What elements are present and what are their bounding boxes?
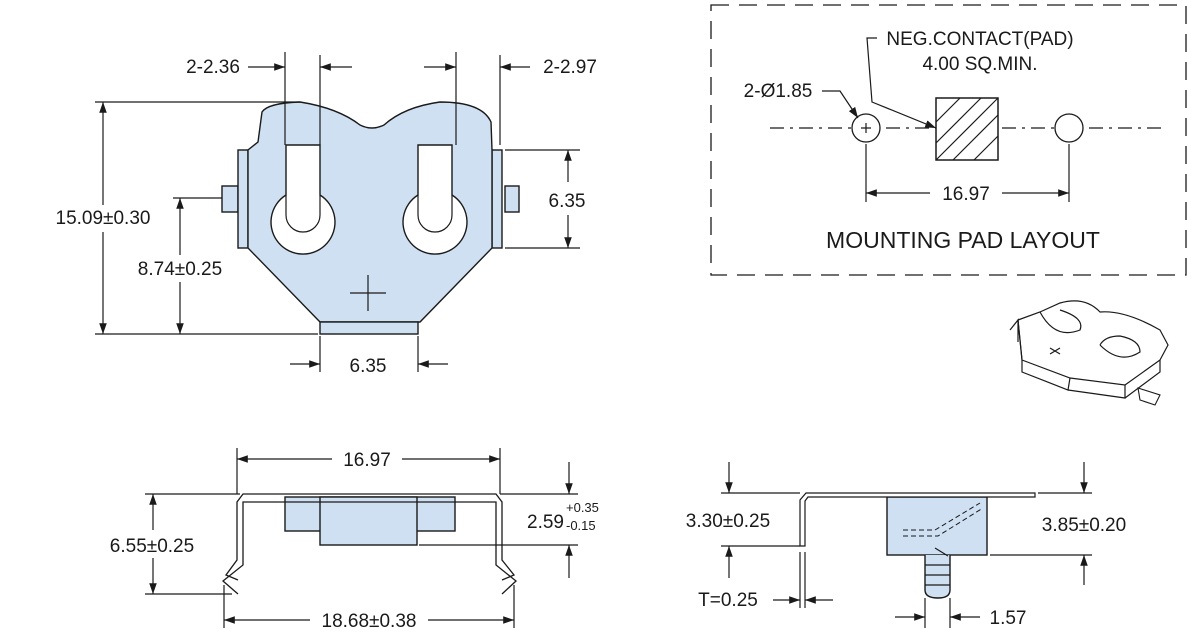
side-view: 3.30±0.25 3.85±0.20 T=0.25 1.57 (686, 462, 1126, 629)
left-tab (221, 185, 239, 213)
right-hole (1054, 113, 1084, 143)
right-slot (402, 144, 468, 255)
dim-top-width: 16.97 (343, 450, 391, 471)
dim-bottom-width: 18.68±0.38 (322, 611, 417, 632)
dim-bottom-tab: 6.35 (350, 356, 387, 377)
bottom-tab (319, 321, 419, 335)
top-view: 2-2.36 2-2.97 15.09±0.30 8.74±0.25 6.35 … (56, 52, 597, 377)
neg-contact-label: NEG.CONTACT(PAD) (886, 29, 1073, 50)
dim-height-total: 15.09±0.30 (56, 208, 151, 229)
right-tab (504, 185, 520, 213)
side-body (886, 496, 988, 556)
plus-mark (350, 275, 386, 311)
tol-minus: -0.15 (566, 518, 596, 533)
front-body-center (319, 496, 418, 546)
dim-height-mid: 8.74±0.25 (138, 259, 222, 280)
dim-thickness: T=0.25 (698, 590, 758, 611)
dim-hole-right: 2-2.97 (543, 57, 597, 78)
dim-inner-height: 2.59 (527, 512, 564, 533)
front-view: 16.97 18.68±0.38 6.55±0.25 2.59 +0.35 -0… (110, 448, 599, 632)
tol-plus: +0.35 (566, 500, 599, 515)
dim-side-right-height: 3.85±0.20 (1042, 515, 1126, 536)
pad-layout-title: MOUNTING PAD LAYOUT (826, 227, 1100, 253)
dim-hole-left: 2-2.36 (186, 57, 240, 78)
isometric-view (1009, 300, 1169, 406)
dim-side-tab: 6.35 (549, 191, 586, 212)
side-pin (924, 555, 951, 599)
dim-pin-width: 1.57 (990, 608, 1027, 629)
hole-dia-label: 2-Ø1.85 (744, 81, 813, 102)
dim-side-left-height: 3.30±0.25 (686, 511, 770, 532)
neg-contact-size: 4.00 SQ.MIN. (922, 54, 1037, 75)
right-flange (491, 149, 503, 249)
dim-front-height: 6.55±0.25 (110, 536, 194, 557)
pad-layout: NEG.CONTACT(PAD) 4.00 SQ.MIN. 2-Ø1.85 16… (710, 4, 1187, 276)
pad-layout-frame (710, 4, 1187, 276)
left-flange (237, 149, 249, 249)
left-slot (270, 144, 336, 255)
hole-spacing: 16.97 (942, 184, 990, 205)
